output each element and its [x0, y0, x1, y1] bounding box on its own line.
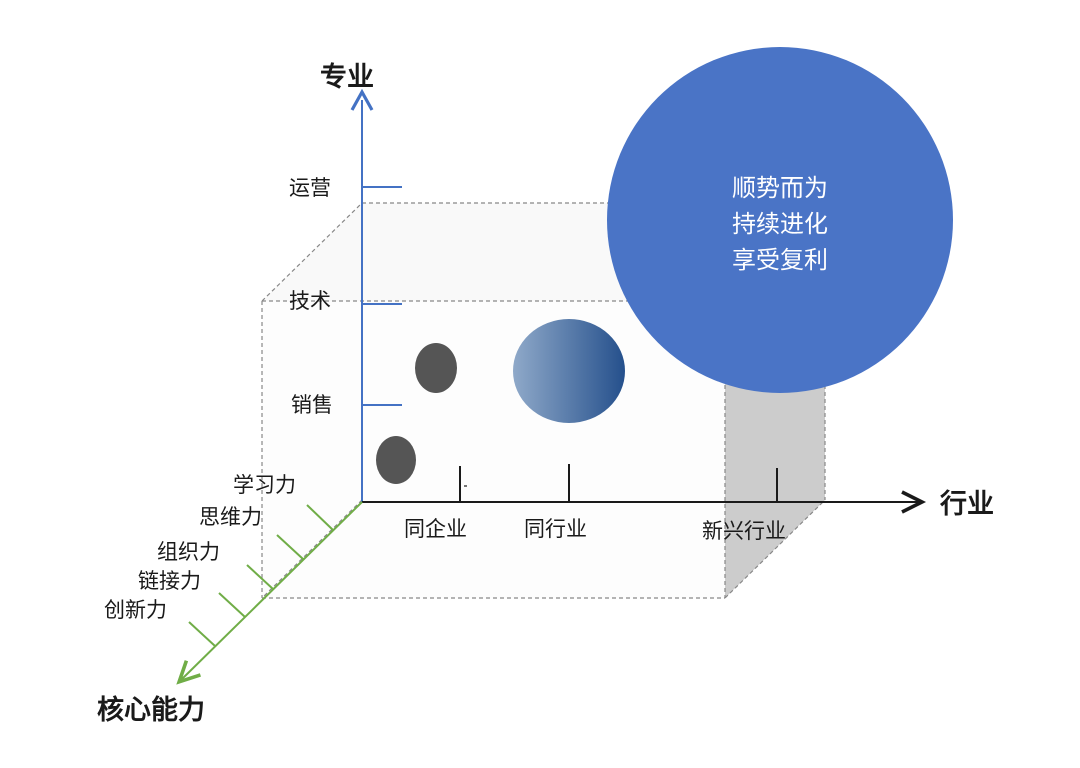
shadow-band	[725, 380, 825, 598]
big-bubble	[607, 47, 953, 393]
diagonal-tick-chuangxinli	[188, 621, 216, 647]
big-bubble-line-3: 享受复利	[732, 246, 828, 274]
vertical-tick-label-xiaoshou: 销售	[291, 393, 333, 417]
vertical-axis-ticks	[362, 186, 402, 406]
big-bubble-line-1: 顺势而为	[732, 174, 828, 202]
vertical-axis-title: 专业	[320, 62, 374, 93]
diagonal-tick-lianjieli	[218, 592, 246, 618]
horizontal-axis-title: 行业	[940, 489, 994, 520]
horizontal-tick-label-tongqiye: 同企业	[404, 517, 467, 541]
diagonal-tick-label-chuangxinli: 创新力	[104, 598, 167, 622]
cube-front-face	[262, 301, 725, 598]
diagonal-axis-title: 核心能力	[97, 695, 205, 726]
diagonal-tick-label-lianjieli: 链接力	[138, 569, 201, 593]
horizontal-tick-label-tonghangye: 同行业	[524, 517, 587, 541]
small-bubble-lower	[376, 436, 416, 484]
diagonal-tick-siweili	[276, 534, 304, 560]
mid-bubble	[513, 319, 625, 423]
diagonal-tick-label-zuzhili: 组织力	[157, 540, 220, 564]
big-bubble-line-2: 持续进化	[732, 210, 828, 238]
diagonal-tick-xuexili	[306, 504, 334, 531]
diagonal-axis	[176, 501, 363, 685]
diagonal-tick-zuzhili	[246, 564, 274, 590]
horizontal-tick-label-xinxinghangye: 新兴行业	[702, 519, 786, 543]
vertical-tick-label-yunying: 运营	[289, 176, 331, 200]
diagonal-tick-label-xuexili: 学习力	[233, 473, 296, 497]
vertical-tick-label-jishu: 技术	[289, 289, 331, 313]
diagonal-tick-label-siweili: 思维力	[199, 505, 262, 529]
diagonal-axis-ticks	[188, 504, 334, 647]
horizontal-axis-ticks	[459, 464, 778, 502]
big-bubble-text: 顺势而为 持续进化 享受复利	[660, 170, 900, 278]
small-bubble-upper	[415, 343, 457, 393]
